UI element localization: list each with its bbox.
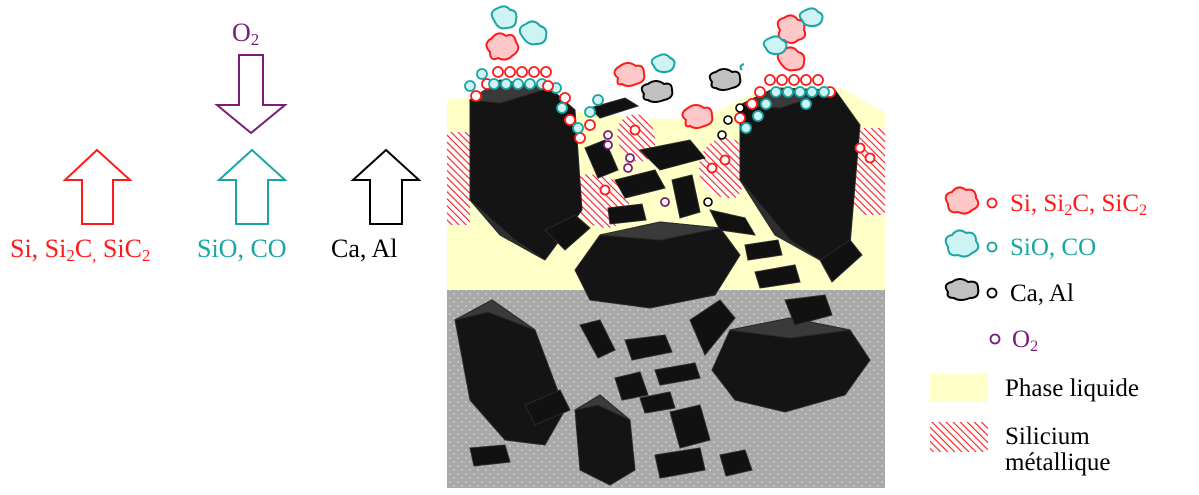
flux-ca-label: Ca, Al (331, 236, 397, 262)
silicium-beads (599, 124, 876, 196)
particle-shard (744, 239, 783, 261)
particle-shard (709, 209, 756, 236)
ca-al-beads (703, 103, 745, 207)
clouds-sio (490, 5, 824, 74)
surface-beads-left (464, 66, 604, 144)
o2-label-main: O (232, 18, 251, 47)
legend-si-sub-b: 2 (1139, 201, 1148, 220)
legend-sio-text: SiO, CO (1010, 234, 1097, 261)
legend-si-cloud-icon (944, 186, 998, 215)
particle-shard (654, 362, 701, 386)
flux-si-comma: , (92, 246, 97, 266)
particle-shard (589, 97, 640, 119)
legend-silicium-line2: métallique (1005, 449, 1111, 477)
particle-shard (579, 319, 616, 359)
o2-label: O2 (232, 20, 259, 49)
particle-shard (624, 334, 673, 361)
flux-si-sub-c: 2 (141, 246, 151, 266)
legend-liquid-text: Phase liquide (1005, 375, 1140, 402)
legend-sio-label: SiO, CO (1010, 234, 1097, 261)
legend-silicium-line1: Silicium (1005, 423, 1090, 450)
particle-shard (638, 139, 706, 171)
particle-shard (819, 239, 863, 283)
particle-shard (614, 169, 666, 199)
legend-o2-bead-icon (989, 333, 1001, 345)
clouds-ca-al (640, 68, 742, 103)
particle-crystal (574, 221, 741, 309)
flux-si-label: Si, Si2C, SiC2 (10, 236, 150, 265)
particle-shard (614, 371, 649, 401)
o2-down-arrow (214, 54, 288, 135)
legend-si-part-a: Si, Si (1010, 190, 1065, 217)
particle-crystal (711, 317, 871, 413)
legend-ca-cloud-icon (944, 278, 998, 301)
flux-si-part-b: C (74, 234, 93, 263)
particle-shard (784, 294, 833, 326)
legend-sio-cloud-icon (944, 229, 998, 258)
legend-liquid-label: Phase liquide (1005, 375, 1140, 402)
legend-ca-label: Ca, Al (1010, 280, 1074, 307)
particle-shard (607, 203, 647, 225)
particle-shard (654, 447, 706, 479)
particle-shard (754, 264, 801, 289)
flux-si-part-c: SiC (96, 234, 142, 263)
legend-si-label: Si, Si2C, SiC2 (1010, 190, 1148, 220)
o2-label-sub: 2 (250, 30, 260, 50)
o2-beads (603, 130, 670, 207)
particle-shard (544, 214, 591, 251)
particle-shard (469, 444, 511, 467)
particle-shard (689, 299, 736, 356)
silicium-region (699, 137, 744, 199)
silicium-region (447, 132, 470, 225)
legend-si-part-b: C, SiC (1072, 190, 1140, 217)
flux-si-part-a: Si, Si (10, 234, 67, 263)
particle-shard (719, 449, 753, 477)
legend-o2-label: O2 (1012, 326, 1039, 356)
particle-shard (669, 404, 711, 449)
legend-si-sub-a: 2 (1064, 201, 1073, 220)
legend-silicium-swatch (930, 422, 988, 452)
flux-sio-label: SiO, CO (197, 236, 287, 262)
material-block (447, 5, 885, 488)
flux-ca-text: Ca, Al (331, 234, 398, 263)
particle-crystal (574, 394, 636, 486)
flux-si-sub-a: 2 (66, 246, 75, 266)
sio-up-arrow (216, 148, 288, 225)
particle-shard (524, 389, 571, 426)
particle-shard (639, 391, 676, 414)
surface-beads-right (734, 74, 836, 134)
ca-up-arrow (350, 148, 422, 225)
legend-o2-main: O (1012, 326, 1031, 353)
legend-ca-text: Ca, Al (1010, 280, 1074, 307)
particle-shard (584, 139, 619, 179)
particle-shard (671, 174, 701, 219)
legend-liquid-swatch (930, 374, 988, 402)
flux-sio-text: SiO, CO (197, 234, 287, 263)
legend-o2-sub: 2 (1030, 337, 1039, 356)
legend-silicium-label: Silicium métallique (1005, 423, 1111, 477)
si-up-arrow (62, 148, 133, 225)
